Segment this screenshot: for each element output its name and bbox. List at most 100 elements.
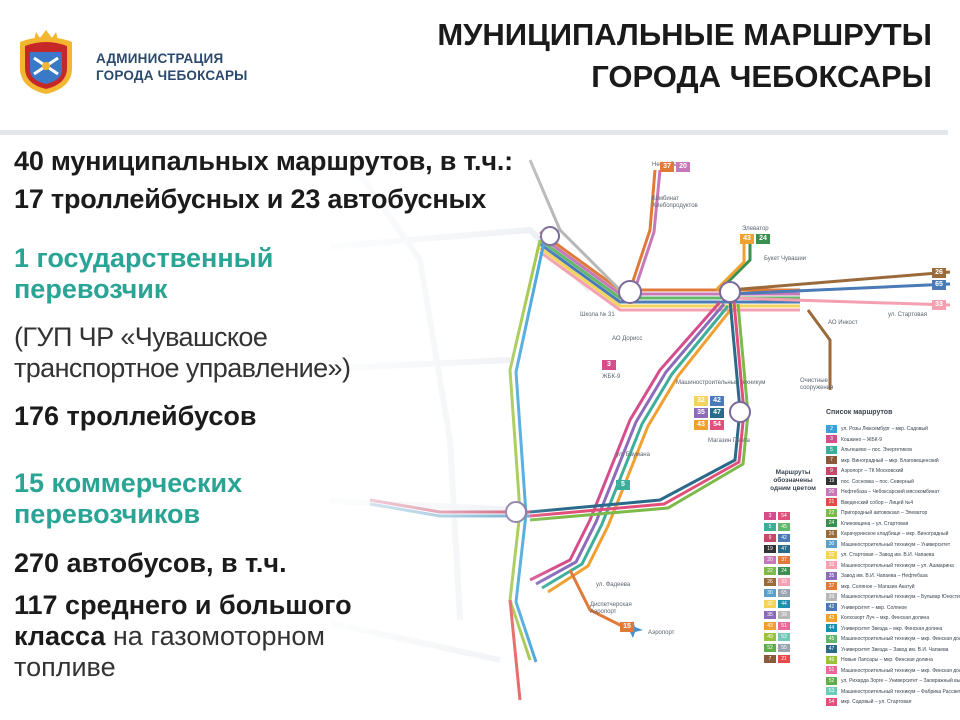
state-carrier-name: (ГУП ЧР «Чувашское транспортное управлен… [14,322,351,383]
route-badge: 15 [620,622,634,632]
map-stop-label: Букет Чувашии [764,256,807,262]
map-stop-label: АО Дорисс [612,336,643,342]
legend-pair-badge: 52 [764,644,776,652]
legend-swatch: 21 [826,498,837,507]
legend-route-text: Машиностроительный техникум – Университе… [841,541,951,548]
legend-route-text: Аэропорт – ТК Московский [841,468,904,474]
state-carrier-fleet: 176 троллейбусов [14,401,257,431]
legend-row: 51 Машиностроительный техникум – мкр. Фин… [826,666,960,676]
admin-line-1: АДМИНИСТРАЦИЯ [96,51,224,66]
legend-swatch: 49 [826,655,837,664]
route-badge: 20 [676,162,690,172]
map-stop-label: АО Инкост [828,320,858,326]
title-line-2: ГОРОДА ЧЕБОКСАРЫ [591,59,932,94]
legend-row: 35 Завод им. В.И. Чапаева – Нефтебаза [826,571,928,581]
legend-route-text: Машиностроительный техникум – Фабрика Ра… [841,688,960,695]
route-badge: 54 [710,420,724,430]
commercial-heading: 15 коммерческих перевозчиков [14,468,243,529]
legend-route-text: Машиностроительный техникум – ул. Ашмари… [841,562,954,569]
state-carrier-heading: 1 государственный перевозчик [14,243,274,304]
legend-swatch: 26 [826,529,837,538]
legend-route-text: Машиностроительный техникум – мкр. Финск… [841,667,960,674]
legend-pair-badge: 65 [778,589,790,597]
legend-swatch: 39 [826,592,837,601]
map-stop-label: ул. Фадеева [596,582,631,588]
legend-swatch: 54 [826,697,837,706]
commercial-detail-rest: на газомоторном топливе [14,621,325,682]
legend-route-text: Нефтебаза – Чебоксарский мясокомбинат [841,489,940,495]
route-badge: 5 [616,480,630,490]
legend-row: 7 мкр. Виноградный – мкр. Благовещенский [826,456,939,466]
legend-route-text: Машиностроительный техникум – мкр. Финск… [841,636,960,642]
map-stop-label: Элеватор [742,226,769,232]
admin-line-2: ГОРОДА ЧЕБОКСАРЫ [96,68,248,83]
legend-swatch: 7 [826,456,837,465]
legend-route-text: мкр. Виноградный – мкр. Благовещенский [841,457,939,464]
summary-line-1: 40 муниципальных маршрутов, в т.ч.: [14,146,513,176]
legend-route-text: Университет Звезда – Завод им. В.И. Чапа… [841,646,949,653]
legend-pair-badge: 24 [778,567,790,575]
legend-pair-badge: 42 [778,534,790,542]
legend-route-text: мкр. Соляное – Магазин Акатуй [841,583,915,590]
legend-swatch: 20 [826,487,837,496]
legend-swatch: 45 [826,634,837,643]
commercial-fleet: 270 автобусов, в т.ч. [14,548,287,578]
route-badge: 33 [932,300,946,310]
legend-pair-badge: 53 [778,633,790,641]
legend-swatch: 47 [826,645,837,654]
route-badge: 24 [756,234,770,244]
route-badge: 43 [694,420,708,430]
legend-swatch: 35 [826,571,837,580]
legend-title: Список маршрутов [826,409,893,416]
route-badge: 37 [660,162,674,172]
title-divider [0,130,948,135]
legend-swatch: 33 [826,561,837,570]
legend-pair-badge: 30 [764,589,776,597]
legend-route-text: Завод им. В.И. Чапаева – Нефтебаза [841,573,928,579]
legend-row: 20 Нефтебаза – Чебоксарский мясокомбинат [826,487,939,497]
legend-pair-badge: 32 [764,600,776,608]
legend-pair-badge: 21 [778,655,790,663]
legend-route-text: Альгешево – пос. Энергетиков [841,447,912,453]
legend-route-text: Университет – мкр. Соляное [841,604,908,611]
legend-route-text: Машиностроительный техникум – Бульвар Юн… [841,594,960,600]
legend-pair-badge: 47 [778,545,790,553]
legend-pair-badge: 3 [764,512,776,520]
legend-swatch: 22 [826,508,837,517]
legend-pair-badge: 20 [764,556,776,564]
legend-swatch: 30 [826,540,837,549]
admin-name: АДМИНИСТРАЦИЯ ГОРОДА ЧЕБОКСАРЫ [96,50,248,84]
map-stop-label: ул. Баумана [616,452,650,458]
legend-swatch: 51 [826,666,837,675]
legend-pair-badge: 44 [778,600,790,608]
commercial-detail: 117 среднего и большого класса на газомо… [14,590,352,683]
map-stop-label: Машиностроительный техникум [676,380,766,386]
legend-swatch: 42 [826,603,837,612]
legend-row: 30 Машиностроительный техникум – Универси… [826,540,950,550]
route-badge: 35 [694,408,708,418]
title-line-1: МУНИЦИПАЛЬНЫЕ МАРШРУТЫ [437,17,932,52]
city-emblem-icon [20,30,72,94]
